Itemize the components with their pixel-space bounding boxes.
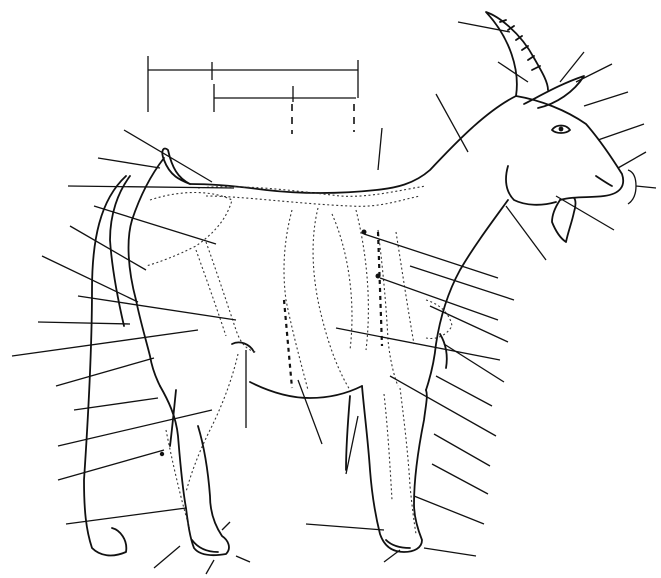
leader-line-44 <box>390 376 496 436</box>
leader-line-22 <box>56 358 154 386</box>
leader-line-39 <box>380 278 498 320</box>
leader-line-18 <box>42 256 138 302</box>
leader-line-7 <box>618 152 646 168</box>
front-hoof <box>386 540 410 548</box>
leader-line-5 <box>584 92 628 106</box>
leader-line-43 <box>436 376 492 406</box>
back-line <box>190 96 516 193</box>
leader-line-4 <box>576 64 612 82</box>
humerus <box>378 230 398 386</box>
leader-line-41 <box>336 328 500 360</box>
goat-outline <box>84 12 623 555</box>
hind-leg <box>160 386 229 555</box>
leader-line-11 <box>436 94 468 152</box>
leader-line-46 <box>432 464 488 494</box>
leader-line-45 <box>434 434 490 466</box>
leader-line-19 <box>78 296 236 320</box>
leader-line-31 <box>306 524 384 530</box>
leader-line-27 <box>154 546 180 568</box>
leader-line-28 <box>206 560 214 574</box>
leader-line-10 <box>506 206 546 260</box>
leader-line-29 <box>222 522 230 530</box>
horn <box>486 12 548 96</box>
front-leg <box>362 386 427 552</box>
leader-lines <box>12 22 656 574</box>
leader-line-16 <box>94 206 216 244</box>
leader-line-42 <box>444 344 504 382</box>
leader-line-32 <box>384 550 400 562</box>
leader-line-26 <box>66 508 186 524</box>
leader-line-1 <box>458 22 510 32</box>
head <box>516 96 623 200</box>
leader-line-23 <box>74 398 158 410</box>
leader-line-17 <box>70 226 146 270</box>
leader-line-24 <box>58 410 212 446</box>
measurement-brackets <box>148 56 358 134</box>
beard <box>552 198 576 242</box>
scapula <box>284 210 308 390</box>
tibia <box>186 354 238 492</box>
leader-line-20 <box>38 322 130 324</box>
leader-line-8 <box>628 170 656 204</box>
leader-line-25 <box>58 450 164 480</box>
femur <box>206 242 256 352</box>
leader-line-12 <box>378 128 382 170</box>
leader-line-6 <box>598 124 644 140</box>
leader-line-30 <box>236 556 250 562</box>
leader-line-33 <box>424 548 476 556</box>
pelvis <box>146 193 232 267</box>
neck-front <box>426 200 508 390</box>
leader-line-35 <box>298 380 322 444</box>
skeleton-overlay <box>146 186 452 534</box>
leader-line-15 <box>68 186 234 188</box>
leader-line-13 <box>124 130 212 182</box>
leader-line-2 <box>498 62 528 82</box>
ear <box>524 76 584 108</box>
leader-line-47 <box>414 496 484 524</box>
leader-line-14 <box>98 158 160 168</box>
leader-line-9 <box>556 196 614 230</box>
leader-line-21 <box>12 330 198 356</box>
